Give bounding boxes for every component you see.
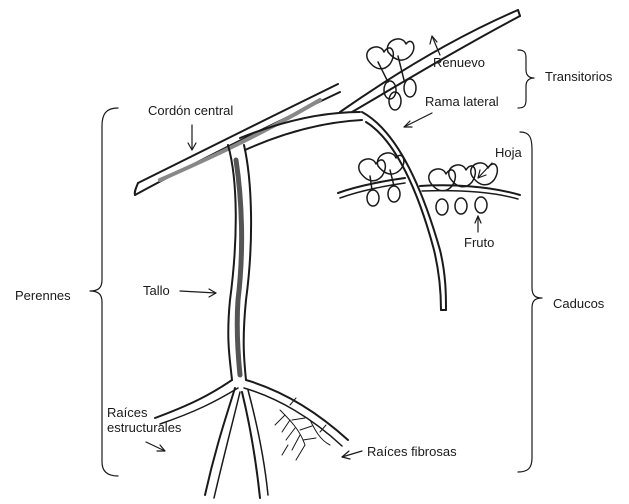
fruits-spur-right bbox=[436, 197, 487, 215]
label-caducos: Caducos bbox=[553, 296, 604, 311]
label-transitorios: Transitorios bbox=[545, 69, 612, 84]
raiz-estructural-4 bbox=[246, 380, 348, 440]
label-raices-estructurales-line2: estructurales bbox=[107, 420, 181, 435]
brace-caducos bbox=[518, 132, 542, 472]
rama-lateral-branch bbox=[362, 112, 446, 310]
leaves-spur-right bbox=[429, 163, 498, 191]
raiz-estructural-1 bbox=[155, 380, 232, 418]
label-cordon-central: Cordón central bbox=[148, 103, 233, 118]
label-fruto: Fruto bbox=[464, 235, 494, 250]
label-perennes: Perennes bbox=[15, 288, 71, 303]
arrow-rama-lateral bbox=[404, 113, 432, 127]
label-raices-fibrosas: Raíces fibrosas bbox=[367, 444, 457, 459]
label-raices-estructurales-line1: Raíces bbox=[107, 405, 147, 420]
leaves-upper bbox=[367, 39, 414, 82]
brace-transitorios bbox=[518, 50, 534, 108]
label-renuevo: Renuevo bbox=[433, 55, 485, 70]
arrow-raices-estructurales bbox=[146, 442, 165, 451]
raiz-estructural-3 bbox=[242, 392, 260, 498]
label-tallo: Tallo bbox=[143, 283, 170, 298]
label-hoja: Hoja bbox=[495, 145, 522, 160]
tallo-trunk bbox=[228, 145, 236, 380]
arrow-tallo bbox=[180, 291, 216, 293]
label-rama-lateral: Rama lateral bbox=[425, 94, 499, 109]
